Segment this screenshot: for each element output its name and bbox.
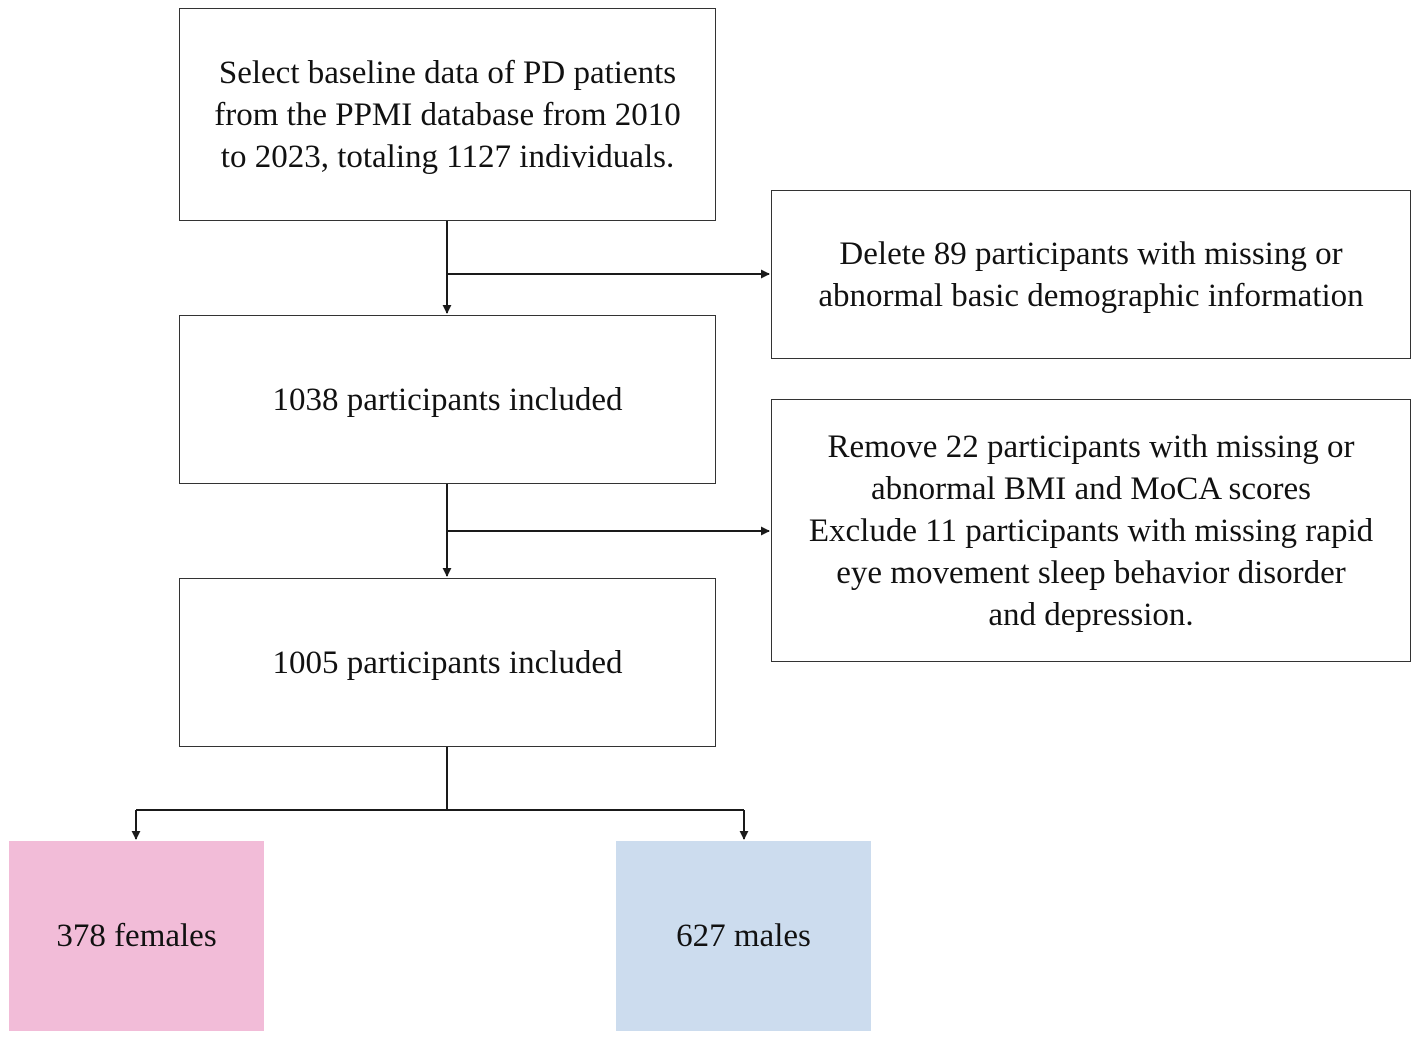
box-text-line: 1038 participants included: [272, 381, 623, 418]
box-exclusion-bmi-moca-rbd: Remove 22 participants with missing or a…: [771, 399, 1411, 662]
box-text-line: 1005 participants included: [272, 644, 623, 681]
box-text-line: 378 females: [56, 918, 217, 954]
box-males: 627 males: [616, 841, 871, 1031]
box-text-line: abnormal basic demographic information: [818, 277, 1364, 314]
box-text-line: from the PPMI database from 2010: [214, 96, 681, 133]
box-text-line: Remove 22 participants with missing or: [827, 428, 1355, 465]
box-text-line: Delete 89 participants with missing or: [839, 235, 1343, 272]
box-text-line: eye movement sleep behavior disorder: [836, 554, 1346, 591]
box-exclusion-demographic: Delete 89 participants with missing or a…: [771, 190, 1411, 359]
box-text-line: to 2023, totaling 1127 individuals.: [220, 138, 675, 175]
box-included-1005: 1005 participants included: [179, 578, 716, 747]
box-text-line: Select baseline data of PD patients: [218, 54, 677, 91]
box-text-line: 627 males: [676, 918, 811, 954]
box-females: 378 females: [9, 841, 264, 1031]
box-text-line: and depression.: [988, 596, 1194, 633]
box-text-line: abnormal BMI and MoCA scores: [871, 470, 1311, 507]
box-included-1038: 1038 participants included: [179, 315, 716, 484]
box-text-line: Exclude 11 participants with missing rap…: [808, 512, 1374, 549]
box-select-baseline: Select baseline data of PD patients from…: [179, 8, 716, 221]
